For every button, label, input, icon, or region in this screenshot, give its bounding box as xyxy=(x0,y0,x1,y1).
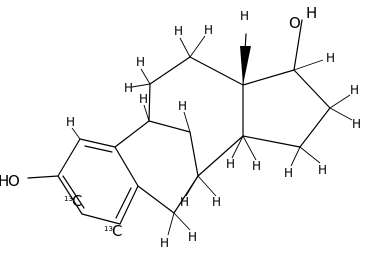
hydrogen-label-9: H xyxy=(318,163,327,177)
hydrogen-label-19: H xyxy=(240,9,249,23)
hydrogen-label-4: H xyxy=(124,81,133,95)
oxygen-label-aromatic: O xyxy=(8,172,20,190)
ring-a-aromatic xyxy=(57,138,139,225)
hydrogen-label-15: H xyxy=(326,51,335,65)
ring-b xyxy=(114,120,199,214)
isotope-mass-c3: 13 xyxy=(64,195,73,203)
hydrogen-label-3: H xyxy=(136,55,145,69)
hydrogen-bonds xyxy=(71,35,353,236)
hydrogen-label-11: H xyxy=(252,159,261,173)
isotope-carbon-c4: C xyxy=(112,222,122,240)
hydrogen-label-aromatic-oh: H xyxy=(0,172,9,190)
hydrogen-label-17: H xyxy=(226,157,235,171)
hydrogen-label-6: H xyxy=(204,23,213,37)
hydrogen-label-2: H xyxy=(139,92,148,106)
hydrogen-label-1: H xyxy=(66,115,75,129)
hydrogen-label-12: H xyxy=(160,236,169,250)
ring-c xyxy=(148,56,244,177)
hydrogen-label-16: H xyxy=(178,99,187,113)
isotope-mass-c4: 13 xyxy=(104,225,113,233)
hydrogen-label-5: H xyxy=(174,24,183,38)
ring-d xyxy=(242,69,331,148)
hydrogen-label-18: H xyxy=(180,195,189,209)
oxygen-label-17: O xyxy=(289,14,301,32)
hydrogen-label-14: H xyxy=(212,195,221,209)
stereo-bonds xyxy=(183,46,251,197)
isotope-carbon-c3: C xyxy=(72,192,82,210)
hydrogen-label-13: H xyxy=(188,230,197,244)
hydrogen-label-7: H xyxy=(350,83,359,97)
hydrogen-label-8: H xyxy=(352,117,361,131)
substituent-bonds xyxy=(27,19,303,179)
hydrogen-label-17-oh: H xyxy=(306,4,317,22)
hydrogen-label-10: H xyxy=(284,166,293,180)
